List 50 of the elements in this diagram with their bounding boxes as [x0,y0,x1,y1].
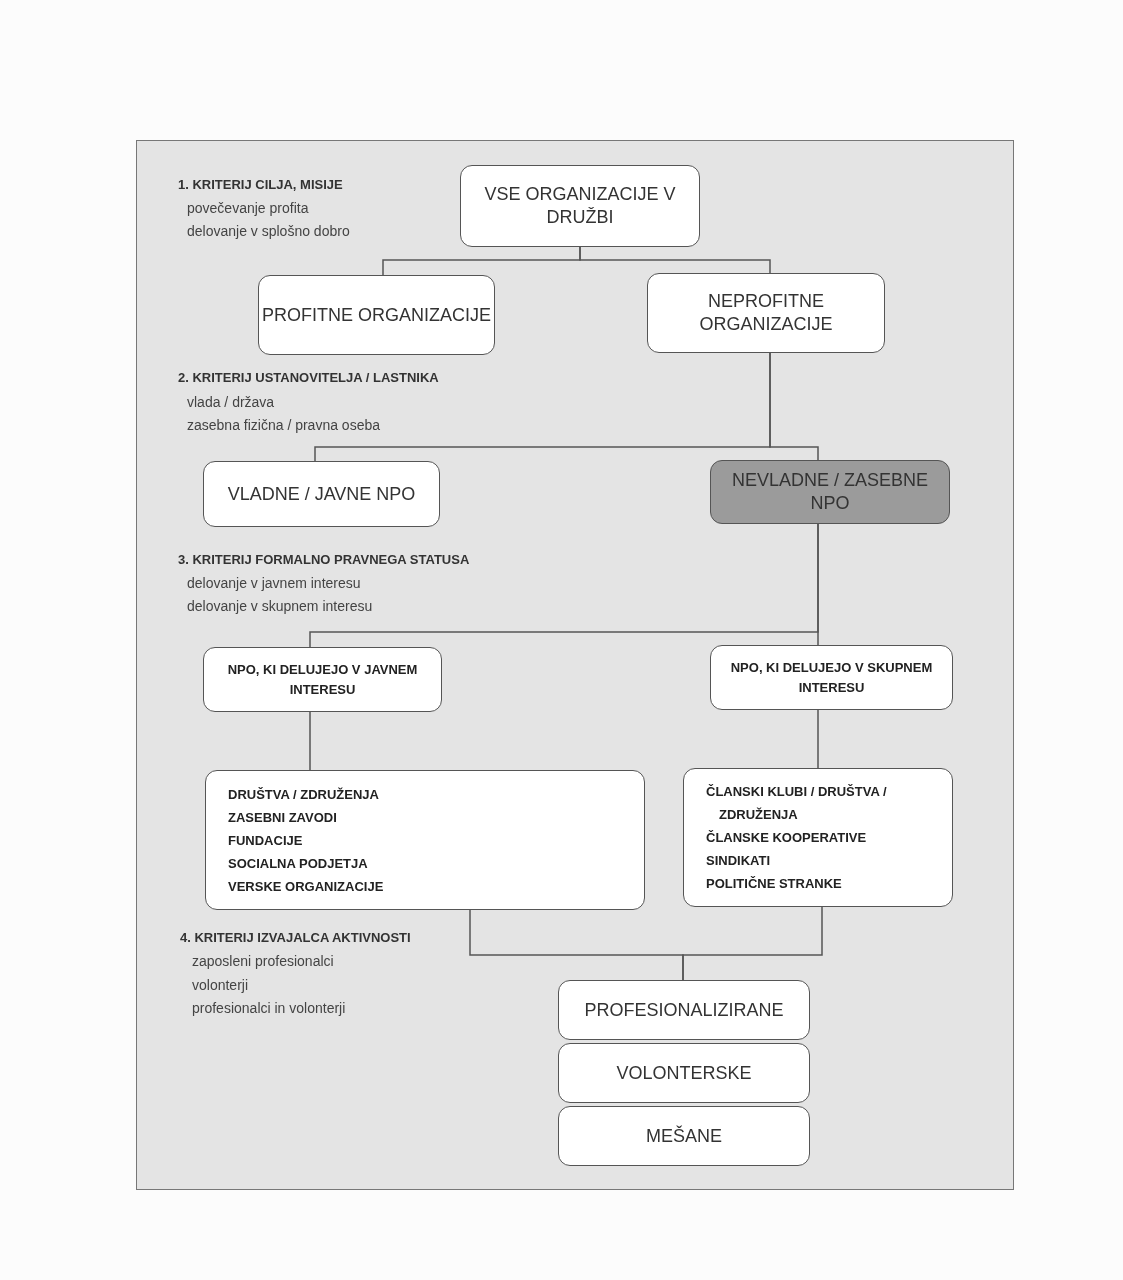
box-label: NPO, KI DELUJEJO V SKUPNEM INTERESU [729,658,934,697]
process-box [460,165,700,247]
criterion-option: delovanje v skupnem interesu [187,598,373,614]
box-label: VLADNE / JAVNE NPO [227,482,416,506]
list-item: ČLANSKI KLUBI / DRUŠTVA / ZDRUŽENJA [706,783,888,824]
process-box [710,645,953,710]
connector-line [309,711,311,771]
box-label: VOLONTERSKE [616,1061,752,1085]
highlighted-box [710,460,950,524]
list-item: POLITIČNE STRANKE [706,875,842,893]
process-box [647,273,885,353]
connector-line [817,709,819,769]
process-box [558,980,810,1040]
criterion-option: zaposleni profesionalci [192,953,334,969]
list-box [205,770,645,910]
criterion-option: volonterji [192,977,249,993]
box-label: PROFESIONALIZIRANE [584,998,784,1022]
process-box [203,461,440,527]
box-label: PROFITNE ORGANIZACIJE [262,303,491,327]
criterion-heading: 3. KRITERIJ FORMALNO PRAVNEGA STATUSA [178,552,470,567]
process-box [558,1106,810,1166]
criterion-option: vlada / država [187,394,275,410]
list-item: ČLANSKE KOOPERATIVE [706,829,867,847]
process-box [258,275,495,355]
box-label: NEVLADNE / ZASEBNE NPO [730,469,930,515]
box-label: MEŠANE [646,1124,722,1148]
criterion-option: zasebna fizična / pravna oseba [187,417,380,433]
list-item: SINDIKATI [706,852,771,870]
list-item: FUNDACIJE [228,831,303,850]
connector-line [682,906,823,981]
connector-line [579,246,771,274]
list-item: DRUŠTVA / ZDRUŽENJA [228,785,379,804]
criterion-heading: 2. KRITERIJ USTANOVITELJA / LASTNIKA [178,370,439,385]
criterion-option: delovanje v javnem interesu [187,575,361,591]
list-box [683,768,953,907]
connector-line [817,523,819,646]
criterion-option: profesionalci in volonterji [192,1000,346,1016]
box-label: NPO, KI DELUJEJO V JAVNEM INTERESU [226,660,419,699]
process-box [203,647,442,712]
criterion-heading: 1. KRITERIJ CILJA, MISIJE [178,177,343,192]
list-item: VERSKE ORGANIZACIJE [228,877,384,896]
criterion-heading: 4. KRITERIJ IZVAJALCA AKTIVNOSTI [180,930,411,945]
box-label: NEPROFITNE ORGANIZACIJE [698,290,834,336]
connector-line [769,352,819,461]
criterion-option: delovanje v splošno dobro [187,223,350,239]
list-item: ZASEBNI ZAVODI [228,808,337,827]
process-box [558,1043,810,1103]
criterion-option: povečevanje profita [187,200,309,216]
box-label: VSE ORGANIZACIJE V DRUŽBI [483,183,677,229]
list-item: SOCIALNA PODJETJA [228,854,368,873]
